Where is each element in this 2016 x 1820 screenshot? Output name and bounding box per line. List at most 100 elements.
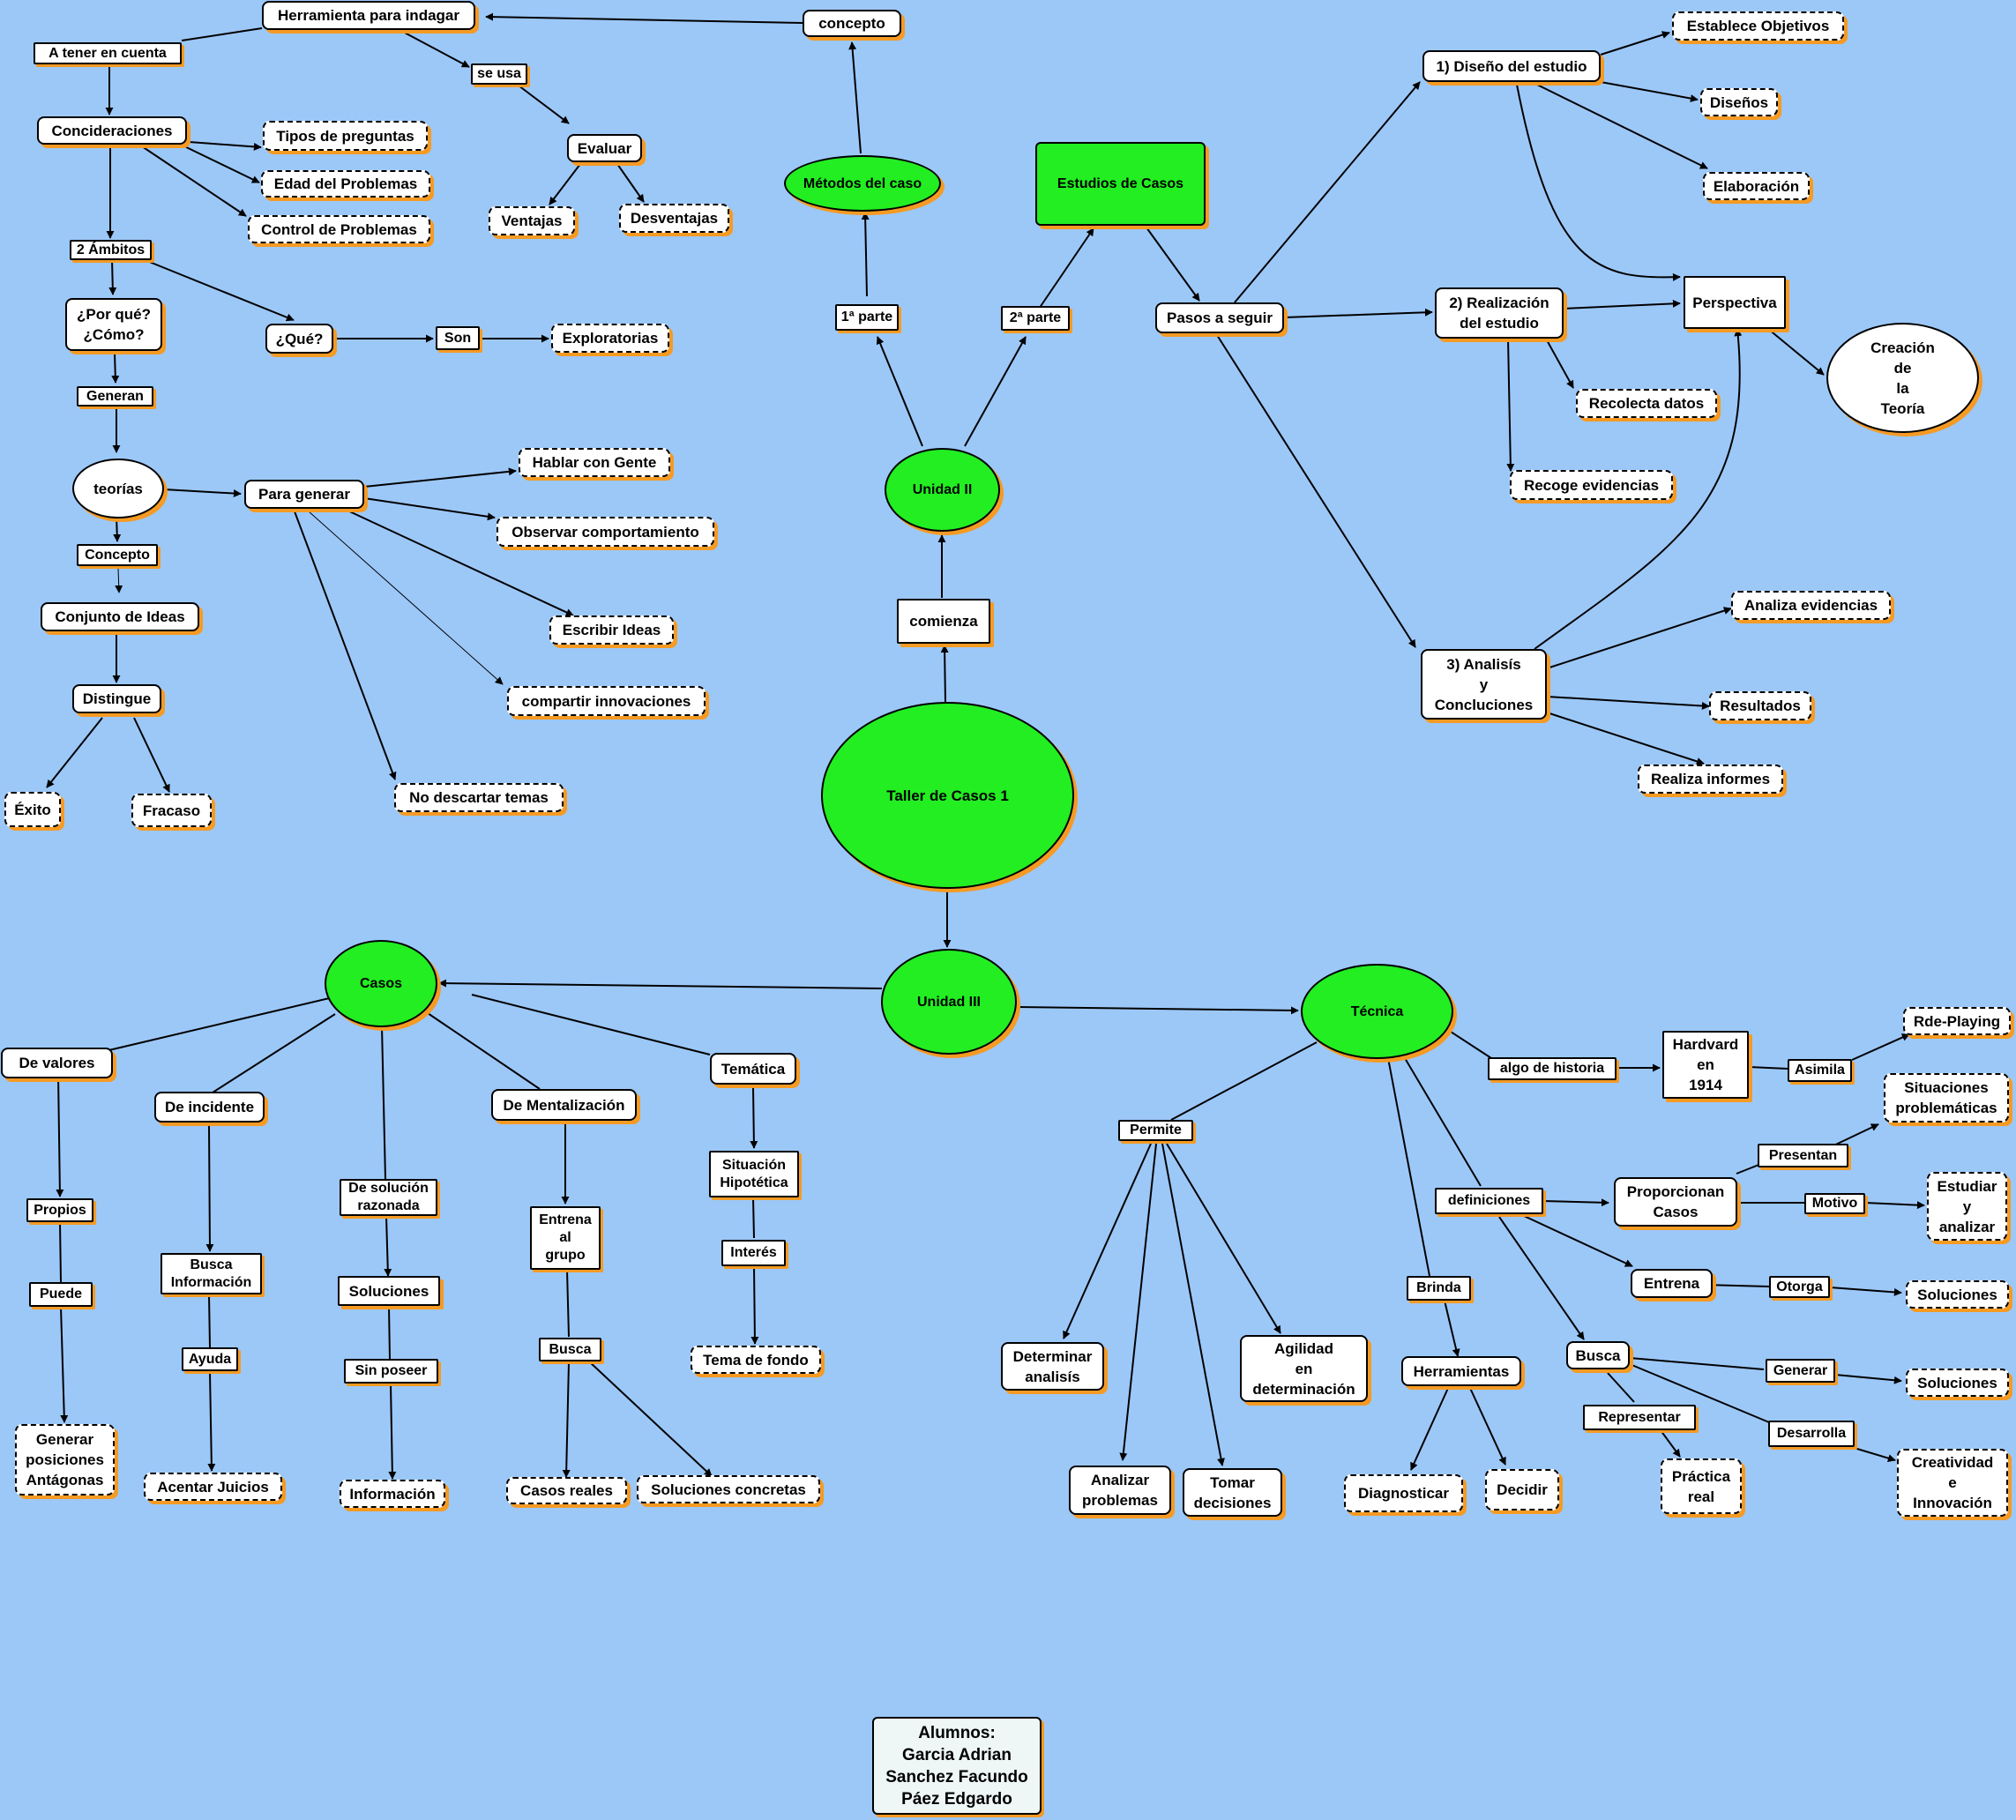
node-conjunto-ideas[interactable]: Conjunto de Ideas [41,602,199,631]
node-asimila[interactable]: Asimila [1788,1059,1852,1082]
node-recolecta-datos[interactable]: Recolecta datos [1576,389,1717,418]
node-interes[interactable]: Interés [721,1240,786,1266]
node-soluciones-r1[interactable]: Soluciones [1906,1280,2009,1309]
node-busca-left[interactable]: Busca [539,1338,601,1361]
node-definiciones[interactable]: definiciones [1435,1188,1543,1214]
node-exito[interactable]: Éxito [4,792,61,827]
node-para-generar[interactable]: Para generar [244,480,364,509]
node-brinda[interactable]: Brinda [1407,1276,1471,1301]
node-tipos-preguntas[interactable]: Tipos de preguntas [263,121,428,151]
node-distingue[interactable]: Distingue [72,684,161,713]
node-por-que-como[interactable]: ¿Por qué? ¿Cómo? [65,298,162,351]
node-estudios-casos[interactable]: Estudios de Casos [1035,142,1206,226]
node-exploratorias[interactable]: Exploratorias [551,324,669,353]
node-pasos-a-seguir[interactable]: Pasos a seguir [1155,302,1284,333]
node-observar-comportamiento[interactable]: Observar comportamiento [497,517,714,547]
node-realiza-informes[interactable]: Realiza informes [1638,765,1783,794]
node-herramienta[interactable]: Herramienta para indagar [262,1,475,30]
node-unidad-ii[interactable]: Unidad II [885,448,1000,532]
node-analiza-evidencias[interactable]: Analiza evidencias [1731,591,1891,620]
node-creacion-teoria[interactable]: Creación de la Teoría [1826,323,1979,433]
node-tematica[interactable]: Temática [710,1053,796,1085]
node-otorga[interactable]: Otorga [1769,1276,1830,1298]
node-dos-ambitos[interactable]: 2 Ámbitos [70,240,152,260]
node-de-mentalizacion[interactable]: De Mentalización [491,1089,637,1121]
node-diseno-estudio[interactable]: 1) Diseño del estudio [1422,50,1601,82]
node-disenos[interactable]: Diseños [1700,88,1778,116]
node-se-usa[interactable]: se usa [471,63,527,85]
node-presentan[interactable]: Presentan [1758,1144,1848,1167]
node-generar-posiciones[interactable]: Generar posiciones Antágonas [15,1424,115,1496]
node-propios[interactable]: Propios [26,1198,93,1222]
node-escribir-ideas[interactable]: Escribir Ideas [549,615,674,645]
node-primera-parte[interactable]: 1ª parte [835,304,899,331]
node-segunda-parte[interactable]: 2ª parte [1001,306,1070,331]
node-tecnica[interactable]: Técnica [1301,964,1453,1059]
node-casos[interactable]: Casos [325,940,437,1027]
node-rde-playing[interactable]: Rde-Playing [1903,1007,2011,1035]
node-realizacion-estudio[interactable]: 2) Realización del estudio [1435,287,1564,339]
node-algo-historia[interactable]: algo de historia [1488,1057,1617,1080]
node-acentar-juicios[interactable]: Acentar Juicios [144,1473,282,1501]
node-edad-problemas[interactable]: Edad del Problemas [261,170,430,198]
node-sin-poseer[interactable]: Sin poseer [344,1359,438,1384]
node-tomar-decisiones[interactable]: Tomar decisiones [1183,1468,1282,1517]
node-busca-informacion[interactable]: Busca Información [161,1253,262,1294]
node-metodos-caso[interactable]: Métodos del caso [784,155,941,212]
node-permite[interactable]: Permite [1118,1120,1193,1141]
node-recoge-evidencias[interactable]: Recoge evidencias [1510,470,1673,500]
node-herramientas[interactable]: Herramientas [1401,1356,1521,1386]
node-consideraciones[interactable]: Concideraciones [37,116,187,145]
node-concepto[interactable]: Concepto [77,544,158,566]
node-ayuda[interactable]: Ayuda [182,1347,238,1371]
node-hablar-gente[interactable]: Hablar con Gente [519,448,670,477]
node-agilidad[interactable]: Agilidad en determinación [1240,1335,1368,1402]
node-practica-real[interactable]: Práctica real [1661,1458,1742,1514]
node-analizar-problemas[interactable]: Analizar problemas [1069,1466,1171,1515]
node-son[interactable]: Son [436,326,480,350]
node-perspectiva[interactable]: Perspectiva [1684,276,1786,329]
node-elaboracion[interactable]: Elaboración [1703,172,1810,200]
node-entrena-grupo[interactable]: Entrena al grupo [530,1206,601,1270]
node-soluciones-mid[interactable]: Soluciones [338,1276,440,1306]
node-creatividad-innovacion[interactable]: Creatividad e Innovación [1897,1449,2008,1517]
node-hardvard[interactable]: Hardvard en 1914 [1662,1031,1749,1099]
node-soluciones-concretas[interactable]: Soluciones concretas [637,1475,820,1503]
node-analisis-conclusiones[interactable]: 3) Analisís y Concluciones [1421,649,1547,720]
node-no-descartar[interactable]: No descartar temas [394,783,564,812]
node-puede[interactable]: Puede [29,1282,93,1307]
node-fracaso[interactable]: Fracaso [131,794,212,827]
node-motivo[interactable]: Motivo [1804,1193,1865,1214]
node-a-tener-en-cuenta[interactable]: A tener en cuenta [34,42,182,64]
node-evaluar[interactable]: Evaluar [567,134,642,162]
node-estudiar-analizar[interactable]: Estudiar y analizar [1927,1172,2007,1241]
node-comienza[interactable]: comienza [897,599,990,644]
node-informacion[interactable]: Información [340,1480,445,1508]
node-desarrolla[interactable]: Desarrolla [1768,1421,1855,1447]
node-representar[interactable]: Representar [1583,1405,1696,1430]
node-compartir-innovaciones[interactable]: compartir innovaciones [507,686,706,716]
node-resultados[interactable]: Resultados [1709,691,1811,720]
node-generar[interactable]: Generar [1766,1359,1835,1383]
node-de-solucion-razonada[interactable]: De solución razonada [340,1179,437,1216]
node-desventajas[interactable]: Desventajas [619,204,729,233]
node-generan[interactable]: Generan [77,386,153,407]
node-concepto-top[interactable]: concepto [803,10,901,37]
node-determinar-analisis[interactable]: Determinar analisís [1001,1342,1104,1391]
node-entrena[interactable]: Entrena [1631,1269,1713,1298]
node-situaciones-problematicas[interactable]: Situaciones problemáticas [1884,1073,2009,1123]
node-tema-fondo[interactable]: Tema de fondo [691,1346,821,1374]
node-unidad-iii[interactable]: Unidad III [881,949,1017,1055]
node-de-incidente[interactable]: De incidente [154,1092,265,1123]
node-de-valores[interactable]: De valores [1,1048,113,1078]
node-situacion-hipotetica[interactable]: Situación Hipotética [709,1151,799,1197]
node-busca-right[interactable]: Busca [1566,1341,1630,1369]
node-teorias[interactable]: teorías [72,459,164,518]
node-soluciones-r2[interactable]: Soluciones [1906,1369,2009,1397]
node-proporcionan-casos[interactable]: Proporcionan Casos [1614,1177,1737,1227]
node-diagnosticar[interactable]: Diagnosticar [1344,1474,1463,1512]
node-decidir[interactable]: Decidir [1485,1469,1559,1510]
node-establece-objetivos[interactable]: Establece Objetivos [1672,11,1844,41]
node-que[interactable]: ¿Qué? [265,324,333,354]
node-control-problemas[interactable]: Control de Problemas [248,215,430,243]
